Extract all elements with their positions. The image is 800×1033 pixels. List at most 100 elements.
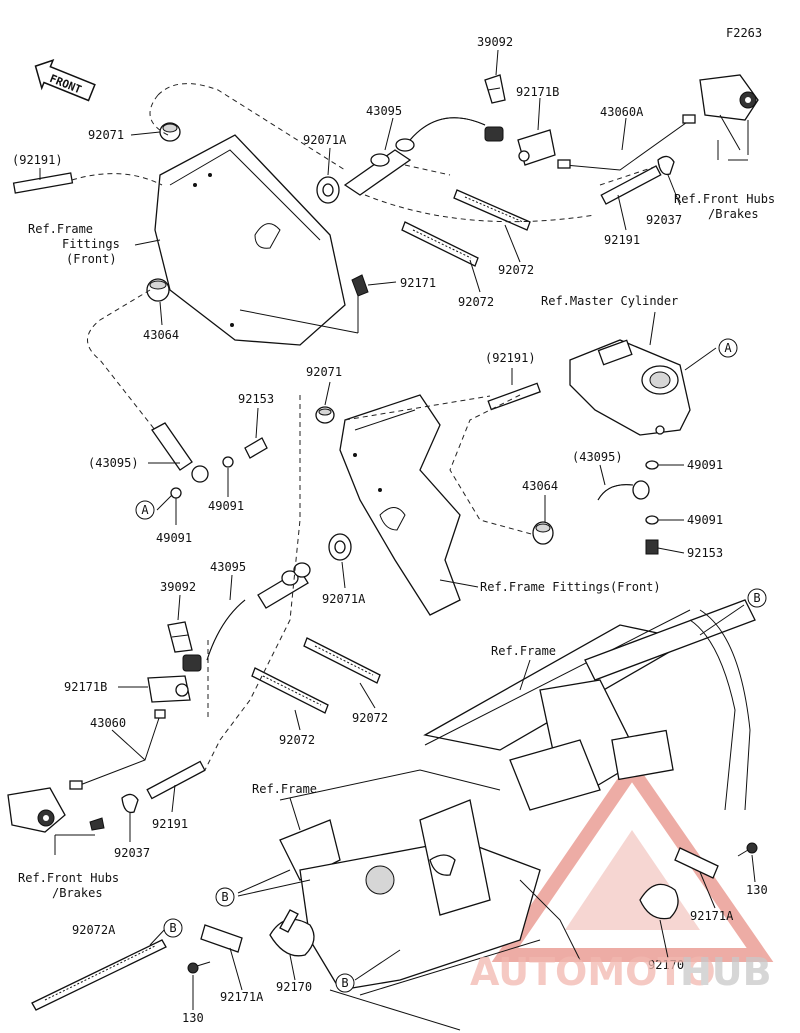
label-92171A-left: 92171A: [220, 990, 264, 1004]
bolt-130-right: [737, 842, 758, 857]
label-92037-top: 92037: [646, 213, 682, 227]
label-92072A: 92072A: [72, 923, 116, 937]
label-49091-left-b: 49091: [156, 531, 192, 545]
clamp-92170-right: [639, 883, 679, 920]
bracket-92171B-top: [517, 129, 556, 166]
svg-text:A: A: [141, 503, 149, 517]
label-ref-frame-fittings-top-3: (Front): [66, 252, 117, 266]
label-49091-left-a: 49091: [208, 499, 244, 513]
caliper-top: [699, 74, 759, 121]
label-49091-right-b: 49091: [687, 513, 723, 527]
circle-A-top: A: [718, 338, 738, 358]
circle-B-bottom-left: B: [163, 918, 183, 938]
label-43060A: 43060A: [600, 105, 644, 119]
hose-43095-right: [597, 460, 659, 555]
hose-43095-left: [151, 422, 268, 499]
label-92171A-right: 92171A: [690, 909, 734, 923]
label-43095-mid: 43095: [210, 560, 246, 574]
label-130-right: 130: [746, 883, 768, 897]
clip-39092-mid: [167, 621, 193, 653]
label-92170-left: 92170: [276, 980, 312, 994]
svg-text:B: B: [341, 976, 348, 990]
label-43060: 43060: [90, 716, 126, 730]
vehicle-frame: [279, 599, 756, 1031]
tube-92191-bottom: [146, 760, 206, 800]
frame-fitting-lower: [339, 394, 461, 616]
label-49091-right-a: 49091: [687, 458, 723, 472]
clamp-92037-top: [657, 155, 675, 176]
circle-B-left: B: [215, 887, 235, 907]
label-92072-c: 92072: [352, 711, 388, 725]
grommet-92071-mid: [315, 406, 335, 424]
circle-B-bottom: B: [335, 973, 355, 993]
label-92191-bottom: 92191: [152, 817, 188, 831]
label-43064-top: 43064: [143, 328, 179, 342]
label-ref-master-cylinder: Ref.Master Cylinder: [541, 294, 678, 308]
routing-lines: [71, 83, 661, 771]
cable-tie-92072-a: [453, 189, 531, 231]
cable-tie-92072A: [31, 939, 167, 1011]
label-ref-frame-fittings-top-1: Ref.Frame: [28, 222, 93, 236]
watermark-text-a: AUTOMOTO: [470, 950, 716, 994]
label-43064-mid: 43064: [522, 479, 558, 493]
clamp-92037-bottom: [89, 793, 139, 831]
label-ref-frame-top: Ref.Frame: [491, 644, 556, 658]
label-92170-right: 92170: [648, 958, 684, 972]
label-ref-front-hubs-top-1: Ref.Front Hubs: [674, 192, 775, 206]
grommet-92071A-top: [316, 176, 340, 204]
label-92171B-mid: 92171B: [64, 680, 107, 694]
label-ref-frame-bottom: Ref.Frame: [252, 782, 317, 796]
label-92071-top: 92071: [88, 128, 124, 142]
label-92037-bottom: 92037: [114, 846, 150, 860]
label-92072-d: 92072: [279, 733, 315, 747]
cable-tie-92072-c: [303, 637, 381, 684]
label-ref-front-hubs-top-2: /Brakes: [708, 207, 759, 221]
label-ref-frame-fittings-top-2: Fittings: [62, 237, 120, 251]
grommet-92071-top: [159, 122, 181, 142]
svg-text:B: B: [169, 921, 176, 935]
label-92191-paren-mid: (92191): [485, 351, 536, 365]
label-130-left: 130: [182, 1011, 204, 1025]
label-39092-mid: 39092: [160, 580, 196, 594]
leader-lines: [39, 49, 756, 1010]
label-92071A-mid: 92071A: [322, 592, 366, 606]
svg-text:B: B: [221, 890, 228, 904]
label-ref-frame-fittings-mid: Ref.Frame Fittings(Front): [480, 580, 661, 594]
label-43095-paren-right: (43095): [572, 450, 623, 464]
label-92072-a: 92072: [498, 263, 534, 277]
front-arrow-icon: FRONT: [34, 59, 96, 102]
clip-39092-top: [484, 74, 506, 104]
brake-pipe-43060A: [557, 114, 696, 171]
bracket-92171A-right: [674, 847, 719, 879]
label-92071-mid: 92071: [306, 365, 342, 379]
cable-tie-92072-d: [251, 667, 329, 714]
tube-92191-mid: [487, 382, 541, 411]
bracket-92171A-left: [200, 924, 243, 953]
caliper-bottom: [7, 787, 66, 833]
cable-tie-92072-b: [401, 221, 479, 267]
grommet-43064-mid: [532, 521, 554, 545]
tube-92191-top-right: [600, 165, 662, 205]
label-ref-front-hubs-bottom-2: /Brakes: [52, 886, 103, 900]
frame-fitting-upper: [154, 134, 346, 346]
label-92191-paren-top: (92191): [12, 153, 63, 167]
label-92171B-top: 92171B: [516, 85, 559, 99]
tube-92191-top-left: [12, 172, 74, 194]
label-39092-top: 39092: [477, 35, 513, 49]
grommet-43064-top: [146, 278, 170, 302]
grommet-92071A-mid: [328, 533, 352, 561]
bracket-92171B-mid: [147, 675, 191, 703]
label-92153-left: 92153: [238, 392, 274, 406]
label-ref-front-hubs-bottom-1: Ref.Front Hubs: [18, 871, 119, 885]
part-labels: F2263 39092 92171B 43060A 43095 92071 92…: [12, 26, 775, 1025]
svg-text:A: A: [724, 341, 732, 355]
label-92071A-top: 92071A: [303, 133, 347, 147]
label-43095-top: 43095: [366, 104, 402, 118]
label-92072-b: 92072: [458, 295, 494, 309]
svg-text:B: B: [753, 591, 760, 605]
label-92171: 92171: [400, 276, 436, 290]
label-43095-paren-left: (43095): [88, 456, 139, 470]
circle-A-left: A: [135, 500, 155, 520]
watermark-text: AUTOMOTO HUB: [470, 950, 772, 994]
